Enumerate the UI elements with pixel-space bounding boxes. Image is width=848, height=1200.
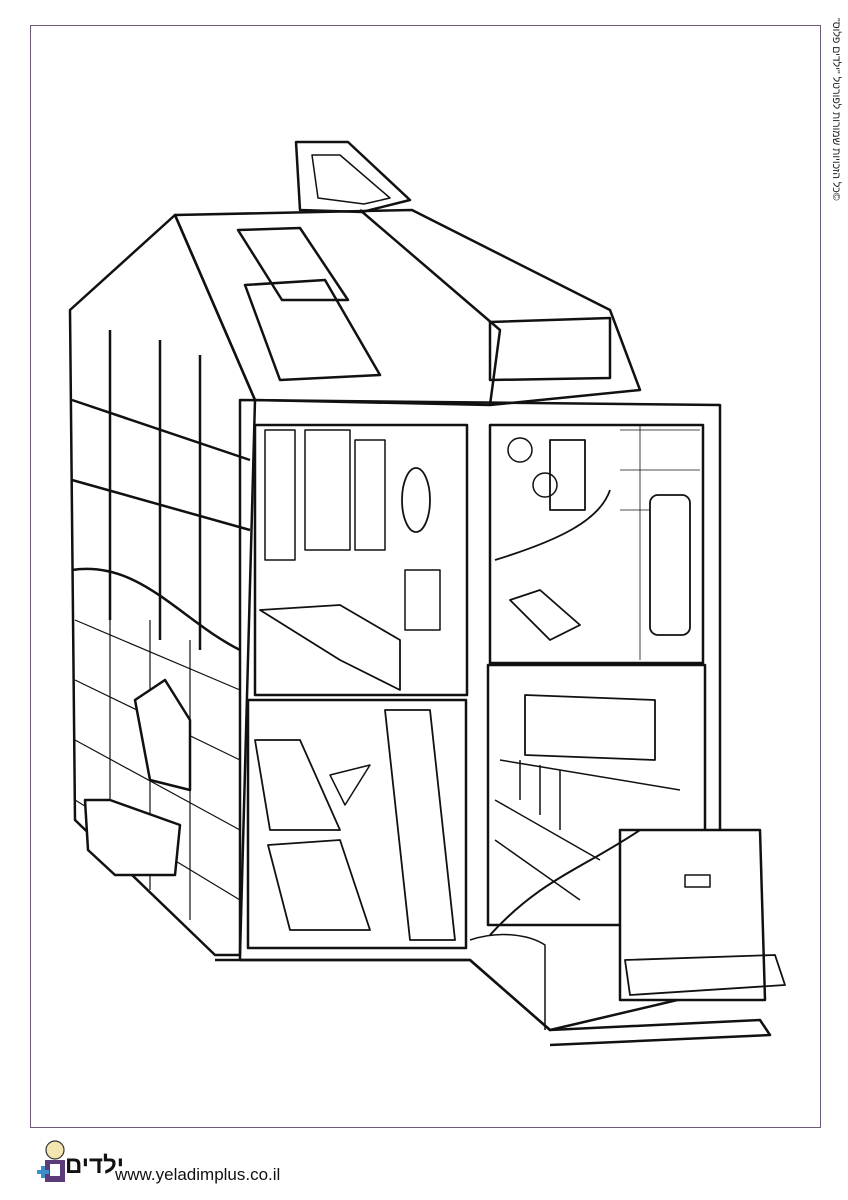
footer: ילדים www.yeladimplus.co.il	[35, 1138, 355, 1194]
chimney	[294, 140, 412, 214]
room-bedroom	[246, 698, 468, 950]
room-kitchen	[253, 423, 469, 697]
roof-window	[243, 278, 382, 382]
logo-text: ילדים	[65, 1152, 124, 1179]
side-window	[133, 678, 192, 792]
yeladim-plus-logo: ילדים	[35, 1138, 124, 1194]
mailbox	[83, 798, 182, 877]
room-stairs	[486, 663, 707, 927]
attic-shelf	[488, 316, 612, 382]
roof-window	[236, 226, 350, 302]
room-bathroom	[488, 423, 705, 665]
website-url[interactable]: www.yeladimplus.co.il	[115, 1165, 281, 1184]
entrance	[618, 828, 767, 1002]
page-border	[30, 25, 821, 1128]
foundation	[215, 958, 772, 1047]
